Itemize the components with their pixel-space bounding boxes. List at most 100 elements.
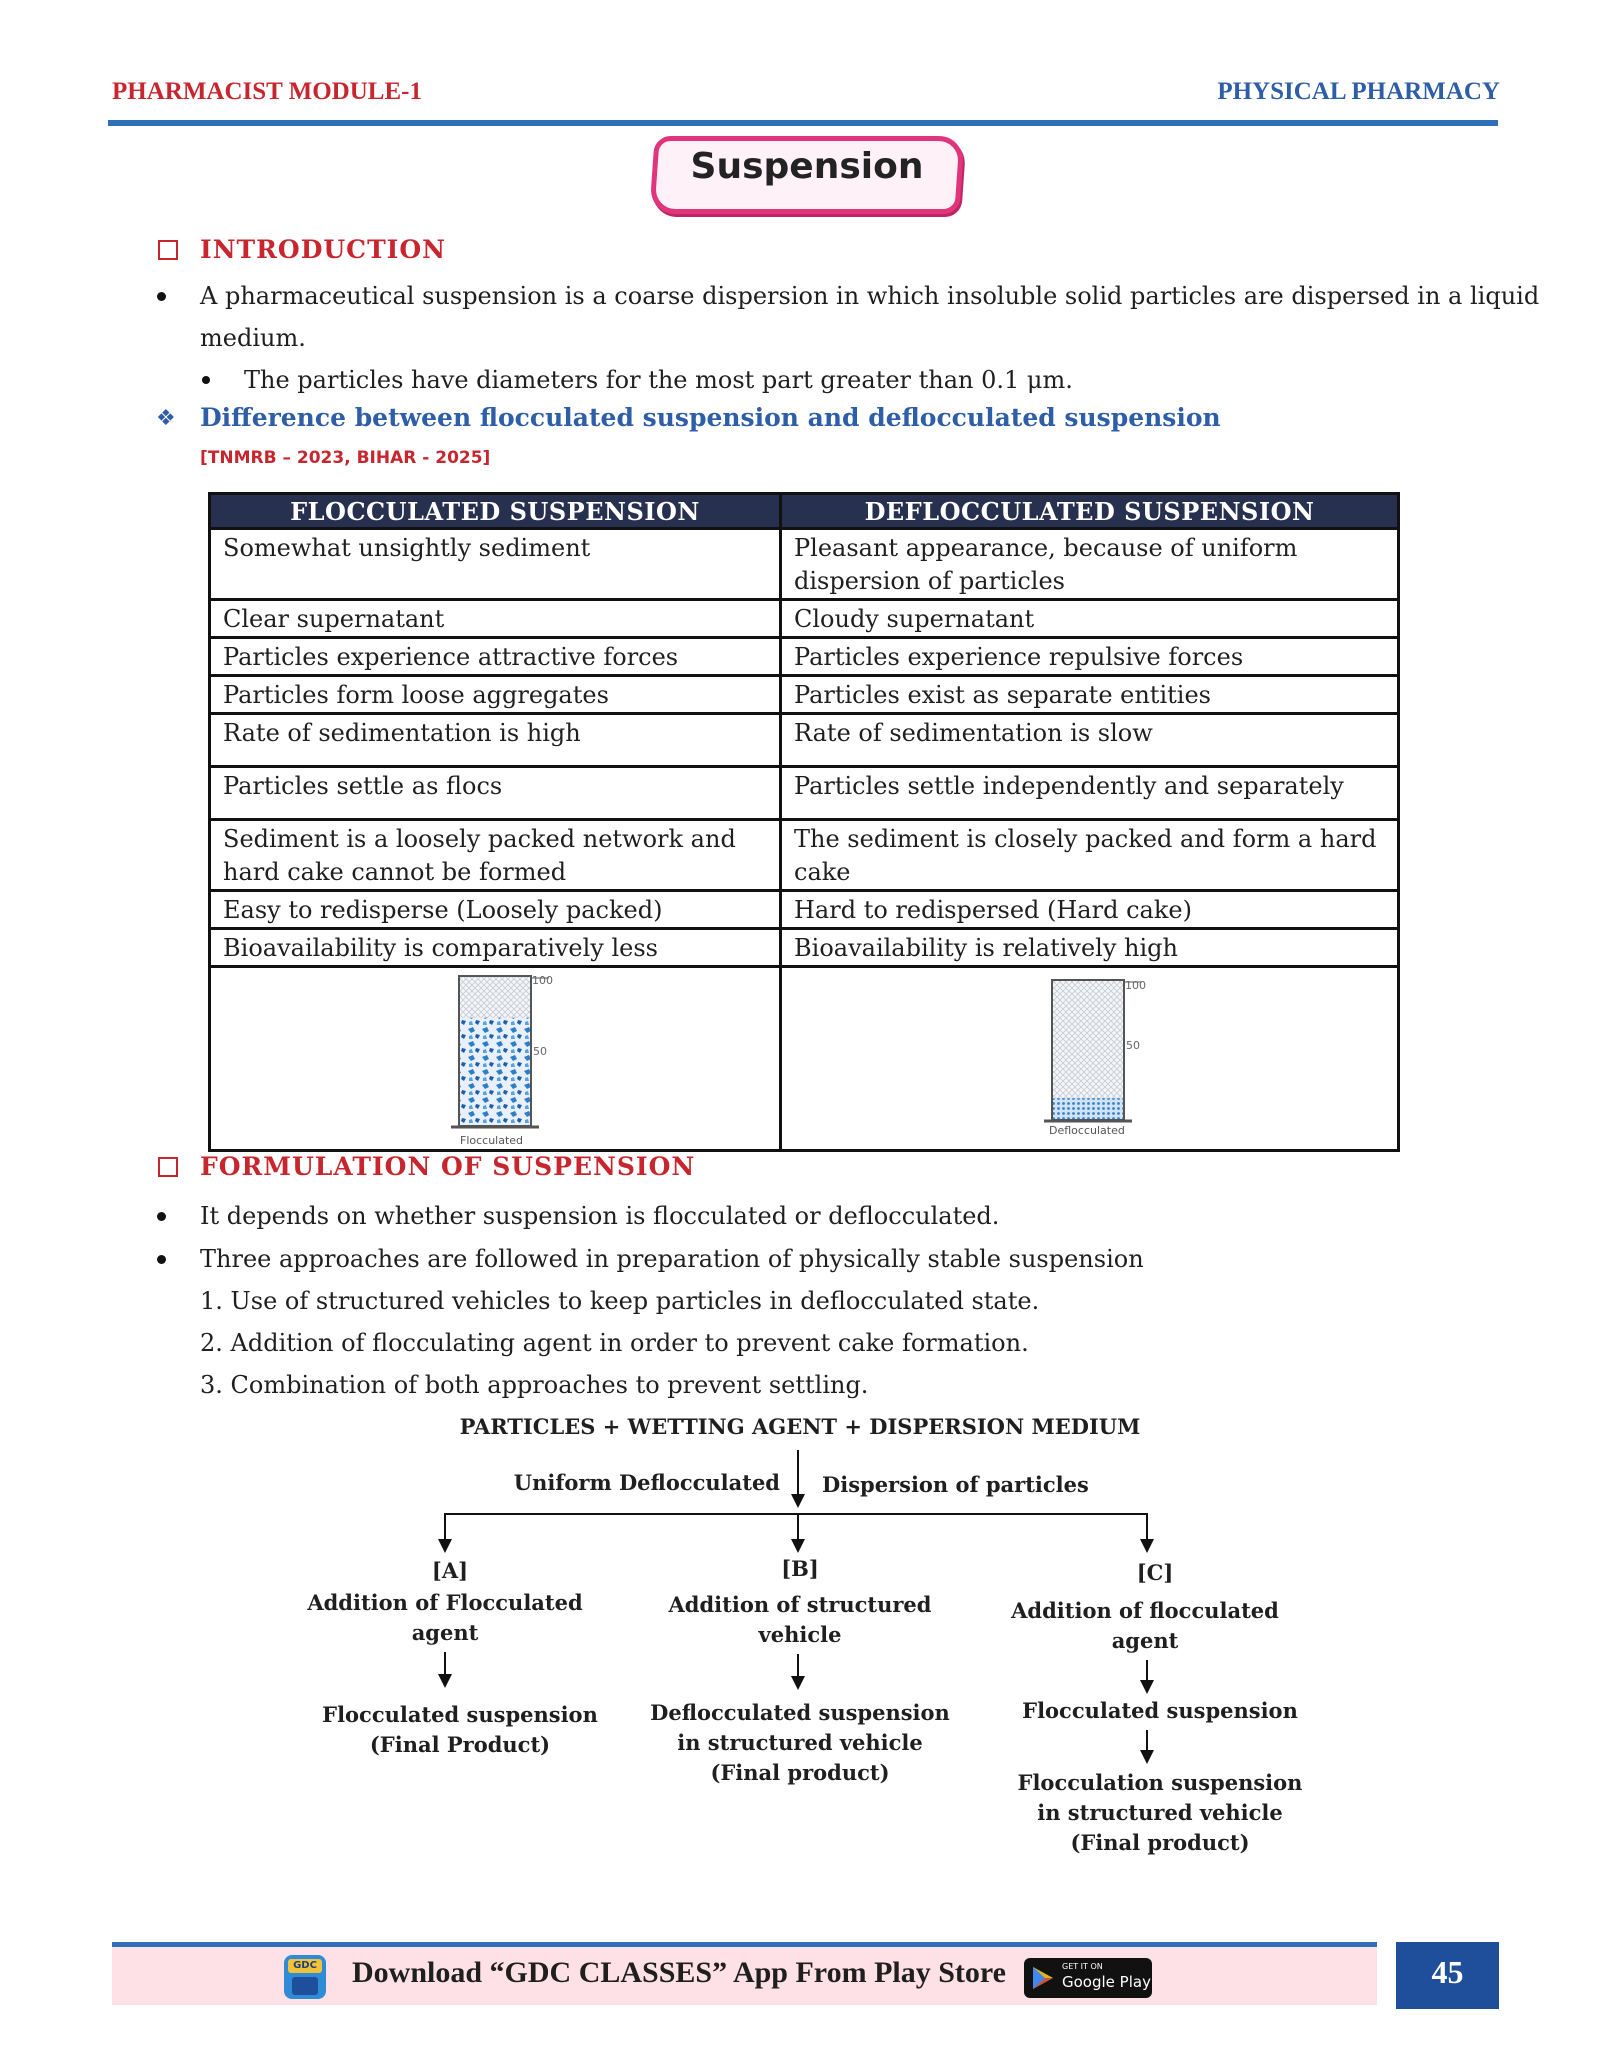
intro-line-2: medium. [200, 324, 306, 352]
sediment-fill [1053, 1098, 1123, 1119]
gdc-app-icon[interactable]: GDC [284, 1955, 326, 1999]
formulation-item-1: 1. Use of structured vehicles to keep pa… [200, 1287, 1040, 1315]
bullet-icon [157, 1212, 166, 1221]
page-number: 45 [1396, 1942, 1499, 2009]
flow-arrow-label-left: Uniform Deflocculated [513, 1470, 780, 1495]
branch-a-step-line2: agent [411, 1620, 479, 1645]
branch-c-step-line2: agent [1111, 1628, 1179, 1653]
formulation-item-2: 2. Addition of flocculating agent in ord… [200, 1329, 1029, 1357]
table-row: Clear supernatant Cloudy supernatant [208, 598, 1400, 639]
tick-mid-label: 50 [533, 1045, 547, 1058]
header-module-label: PHARMACIST MODULE-1 [112, 78, 422, 105]
section-heading-introduction: INTRODUCTION [200, 235, 447, 264]
cylinder-body [1051, 979, 1125, 1121]
branch-b-result-line1: Deflocculated suspension [650, 1700, 950, 1725]
table-row: Easy to redisperse (Loosely packed) Hard… [208, 889, 1400, 930]
branch-a-tag: [A] [431, 1558, 469, 1583]
arrow-shaft [444, 1513, 446, 1541]
table-cell: Clear supernatant [208, 598, 782, 639]
down-arrow-icon [1140, 1680, 1154, 1694]
branch-c-tag: [C] [1136, 1560, 1174, 1585]
google-play-small-label: GET IT ON [1062, 1962, 1103, 1971]
difference-heading: Difference between flocculated suspensio… [200, 403, 1221, 432]
arrow-shaft [797, 1513, 799, 1541]
table-cell: Easy to redisperse (Loosely packed) [208, 889, 782, 930]
branch-b-step-line2: vehicle [758, 1622, 842, 1647]
tick-top-label: 100 [532, 974, 553, 987]
cylinder-caption: Flocculated [460, 1134, 523, 1147]
header-subject-label: PHYSICAL PHARMACY [1217, 78, 1500, 105]
tick-mid-label: 50 [1126, 1039, 1140, 1052]
footer-download-text: Download “GDC CLASSES” App From Play Sto… [352, 1956, 1006, 1989]
table-header-row: FLOCCULATED SUSPENSION DEFLOCCULATED SUS… [208, 492, 1400, 530]
down-arrow-icon [438, 1539, 452, 1553]
table-cell: Particles exist as separate entities [779, 674, 1400, 715]
formulation-bullet-2: Three approaches are followed in prepara… [200, 1245, 1144, 1273]
tick-top-label: 100 [1125, 979, 1146, 992]
column-header-deflocculated: DEFLOCCULATED SUSPENSION [779, 492, 1400, 530]
bullet-icon [157, 292, 166, 301]
arrow-shaft [444, 1652, 446, 1676]
flow-arrow-label-right: Dispersion of particles [822, 1472, 1089, 1497]
table-row: Somewhat unsightly sediment Pleasant app… [208, 527, 1400, 601]
branch-a-step-line1: Addition of Flocculated [307, 1590, 583, 1615]
down-arrow-icon [1140, 1750, 1154, 1764]
cylinder-caption: Deflocculated [1049, 1124, 1125, 1137]
branch-c-step-line1: Addition of flocculated [1011, 1598, 1279, 1623]
table-row: Bioavailability is comparatively less Bi… [208, 927, 1400, 968]
deflocculated-cylinder-illustration: 100 50 Deflocculated [1044, 979, 1146, 1137]
branch-c-result-line3: (Final product) [1070, 1830, 1250, 1855]
branch-b-tag: [B] [781, 1556, 819, 1581]
table-cell: Rate of sedimentation is slow [779, 712, 1400, 768]
down-arrow-icon [1140, 1539, 1154, 1553]
checkbox-square-icon [158, 240, 178, 260]
checkbox-square-icon [158, 1157, 178, 1177]
table-row-images: 100 50 Flocculated [208, 965, 1400, 1152]
page-title: Suspension [690, 146, 924, 187]
table-cell: Particles experience attractive forces [208, 636, 782, 677]
google-play-label: Google Play [1062, 1973, 1151, 1991]
table-row: Sediment is a loosely packed network and… [208, 818, 1400, 892]
flocculated-cylinder-illustration: 100 50 Flocculated [451, 974, 553, 1147]
header-divider [108, 120, 1498, 126]
exam-reference: [TNMRB – 2023, BIHAR - 2025] [200, 448, 491, 468]
arrow-shaft [1146, 1513, 1148, 1541]
table-row: Particles settle as flocs Particles sett… [208, 765, 1400, 821]
sediment-fill [460, 1017, 530, 1125]
sub-bullet-icon [202, 376, 210, 384]
branch-c-mid-node: Flocculated suspension [1022, 1698, 1298, 1723]
column-header-flocculated: FLOCCULATED SUSPENSION [208, 492, 782, 530]
branch-a-result-line1: Flocculated suspension [322, 1702, 598, 1727]
branch-b-step-line1: Addition of structured [668, 1592, 932, 1617]
table-cell: Bioavailability is relatively high [779, 927, 1400, 968]
table-cell: Particles form loose aggregates [208, 674, 782, 715]
intro-line-1: A pharmaceutical suspension is a coarse … [200, 282, 1540, 310]
table-cell-flocculated-image: 100 50 Flocculated [208, 965, 782, 1152]
table-cell: Pleasant appearance, because of uniform … [779, 527, 1400, 601]
branch-b-result-line3: (Final product) [710, 1760, 890, 1785]
table-cell: The sediment is closely packed and form … [779, 818, 1400, 892]
table-cell: Particles experience repulsive forces [779, 636, 1400, 677]
table-cell-deflocculated-image: 100 50 Deflocculated [779, 965, 1400, 1152]
table-row: Particles experience attractive forces P… [208, 636, 1400, 677]
arrow-shaft [797, 1654, 799, 1678]
formulation-item-3: 3. Combination of both approaches to pre… [200, 1371, 869, 1399]
table-cell: Rate of sedimentation is high [208, 712, 782, 768]
app-icon-base [292, 1977, 318, 1995]
google-play-badge[interactable]: GET IT ON Google Play [1024, 1958, 1152, 1998]
arrow-shaft [1146, 1730, 1148, 1752]
table-row: Particles form loose aggregates Particle… [208, 674, 1400, 715]
branch-a-result-line2: (Final Product) [369, 1732, 551, 1757]
branch-c-result-line1: Flocculation suspension [1017, 1770, 1303, 1795]
down-arrow-icon [791, 1494, 805, 1508]
play-store-icon [1033, 1967, 1053, 1989]
arrow-shaft [1146, 1660, 1148, 1682]
flow-top-node: PARTICLES + WETTING AGENT + DISPERSION M… [459, 1414, 1141, 1439]
footer-divider [112, 1942, 1377, 1947]
table-cell: Hard to redispersed (Hard cake) [779, 889, 1400, 930]
diamond-bullet-icon: ❖ [156, 406, 176, 431]
branch-c-result-line2: in structured vehicle [1037, 1800, 1283, 1825]
branch-b-result-line2: in structured vehicle [677, 1730, 923, 1755]
table-cell: Somewhat unsightly sediment [208, 527, 782, 601]
section-heading-formulation: FORMULATION OF SUSPENSION [200, 1152, 696, 1181]
